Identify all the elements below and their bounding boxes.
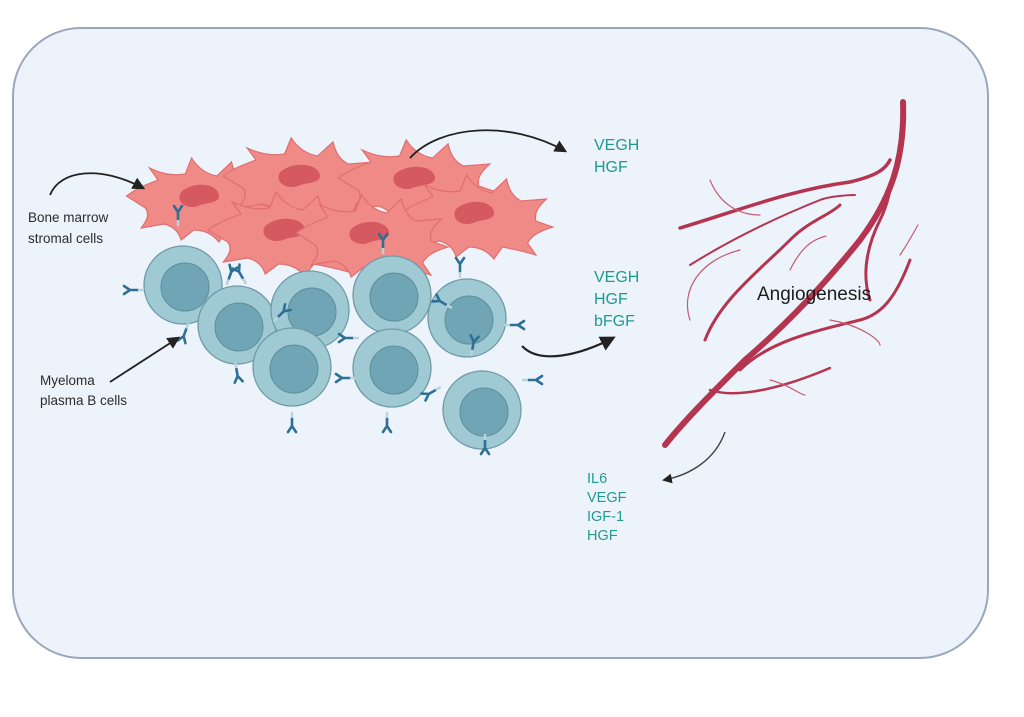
stromal-cell [125,157,279,243]
vessel-capillary [899,224,919,256]
cytokine-group-stromal: VEGH HGF [594,137,644,176]
plasma-label: Myeloma plasma B cells [40,373,127,408]
cytokine-item: VEGF [587,490,627,506]
plasma-cell-nucleus [369,272,419,322]
vessel-capillary [686,249,741,321]
arrow-to-plasma [109,336,181,383]
cytokine-item: HGF [587,528,618,544]
plasma-cell [252,327,332,407]
stromal-nucleus [454,201,495,225]
vessel-branch [678,158,892,230]
cytokine-group-plasma: VEGH HGF bFGF [594,269,644,330]
stromal-nucleus [349,221,390,245]
plasma-cell-nucleus [269,344,319,394]
plasma-cell-nucleus [459,387,509,437]
stromal-cell [337,139,498,225]
plasma-cell [197,285,277,365]
stromal-nucleus [393,166,436,190]
blood-vessels [662,99,919,448]
arrow-plasma-cytokines [521,336,616,358]
plasma-cell [352,255,432,335]
arrow-to-stromal [49,172,146,196]
plasma-cells-cluster [143,245,522,450]
plasma-cell-nucleus [369,345,419,395]
vessel-capillary [829,319,881,346]
stromal-label: Bone marrow stromal cells [28,210,112,246]
plasma-cell [143,245,223,325]
cytokine-group-vessel: IL6 VEGF IGF-1 HGF [587,471,631,544]
stromal-nucleus [278,164,321,188]
stromal-label-line2: stromal cells [28,231,103,246]
cytokine-item: IGF-1 [587,509,624,525]
plasma-cell-nucleus [214,302,264,352]
diagram-frame [12,27,989,659]
cytokine-item: VEGH [594,269,639,286]
stromal-cell [207,191,368,277]
vessel-branch [738,258,912,372]
plasma-cell-nucleus [444,295,494,345]
arrow-stromal-cytokines [409,129,568,159]
angiogenesis-label: Angiogenesis [757,284,871,305]
arrows [49,129,726,484]
stromal-nucleus [179,184,220,208]
vessel-branch [703,203,842,342]
plasma-cell [352,328,432,408]
vessel-branch [708,366,832,395]
vessel-branch [864,188,892,302]
stromal-cell [400,174,554,260]
stromal-cells-cluster [125,137,554,280]
main-vessel [662,99,907,448]
vessel-capillary [709,179,761,216]
vessel-branch [689,194,856,266]
vessel-capillary [789,235,827,271]
plasma-cell-nucleus [160,262,210,312]
stromal-nucleus [263,218,306,242]
stromal-cell [222,137,383,223]
cytokine-item: HGF [594,291,628,308]
cytokine-item: VEGH [594,137,639,154]
vessel-capillary [769,379,806,396]
stromal-label-line1: Bone marrow [28,210,109,225]
plasma-label-line2: plasma B cells [40,393,127,408]
stromal-cell [295,194,449,280]
plasma-cell [427,278,507,358]
cytokine-item: bFGF [594,313,635,330]
cytokine-item: HGF [594,159,628,176]
plasma-cell [442,370,522,450]
plasma-label-line1: Myeloma [40,373,95,388]
cytokine-item: IL6 [587,471,607,487]
arrow-vessel-cytokines [662,431,726,484]
